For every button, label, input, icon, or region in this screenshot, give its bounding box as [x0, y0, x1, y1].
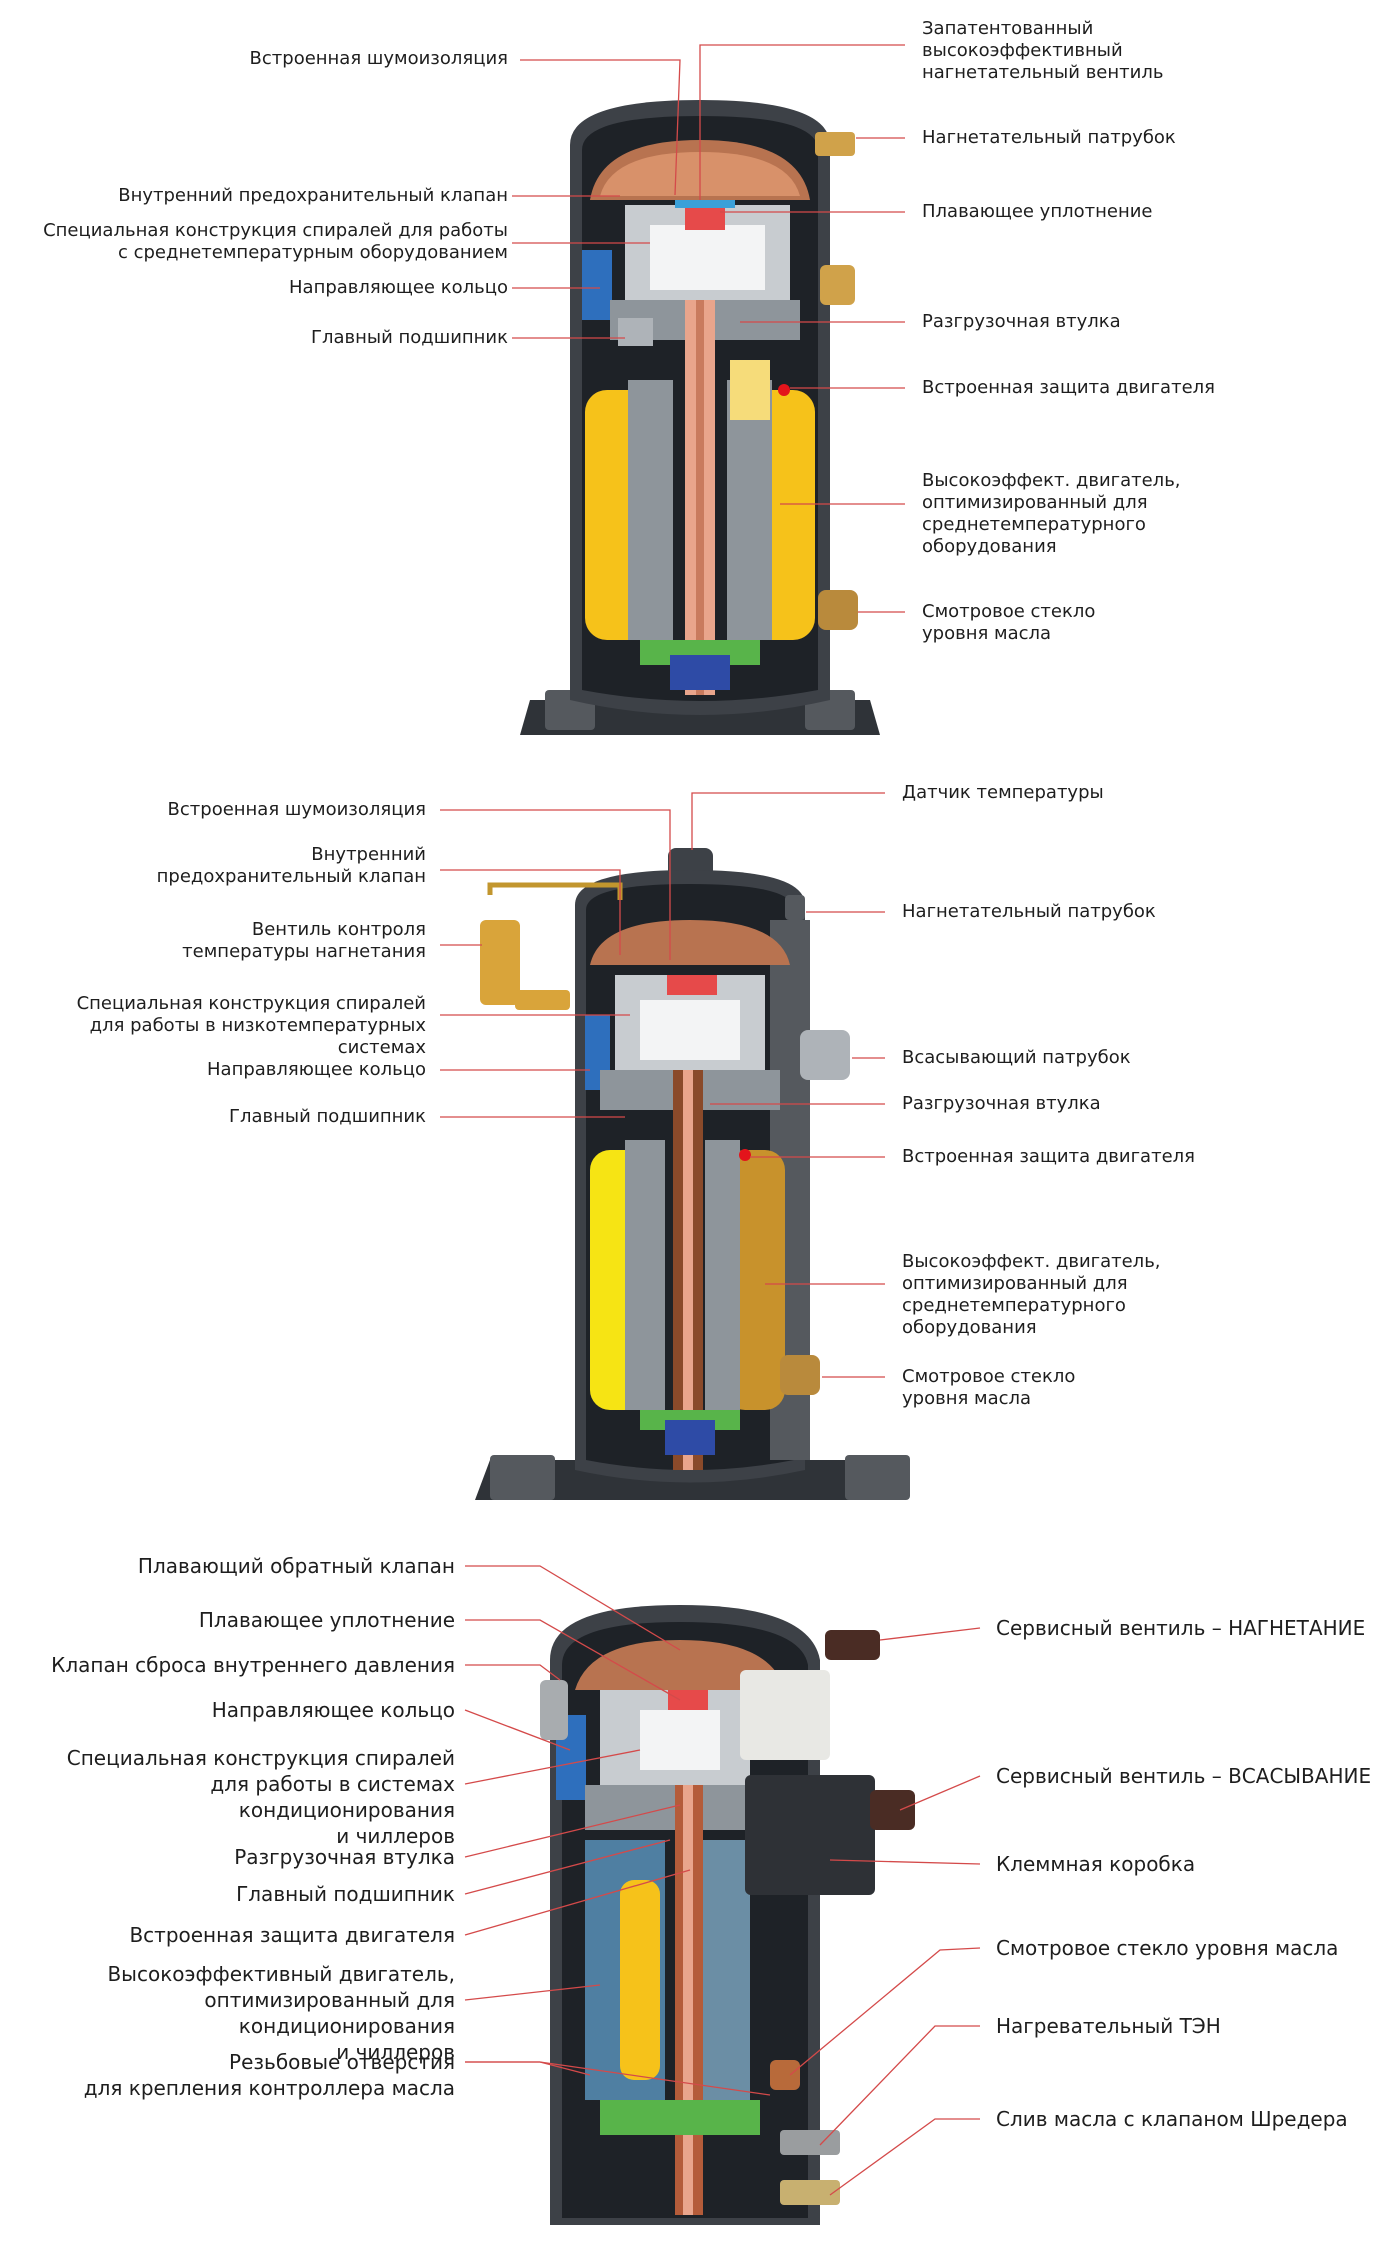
- label-safety-valve-2: Внутренний предохранительный клапан: [156, 844, 426, 887]
- label-sight-glass: Смотровое стекло уровня масла: [922, 601, 1096, 644]
- label-main-bearing: Главный подшипник: [310, 327, 508, 348]
- leaders-2: [440, 792, 885, 1378]
- label-service-valve-discharge: Сервисный вентиль – НАГНЕТАНИЕ: [996, 1616, 1366, 1640]
- label-guide-ring-3: Направляющее кольцо: [211, 1698, 455, 1722]
- label-pressure-relief-valve: Клапан сброса внутреннего давления: [51, 1653, 455, 1677]
- label-discharge-fitting: Нагнетательный патрубок: [922, 127, 1176, 148]
- label-suction-fitting: Всасывающий патрубок: [902, 1047, 1131, 1068]
- compressor-1: [520, 100, 880, 735]
- label-unloader-bushing-2: Разгрузочная втулка: [902, 1093, 1101, 1114]
- label-crankcase-heater: Нагревательный ТЭН: [996, 2014, 1221, 2038]
- compressor-2: [475, 848, 910, 1500]
- label-sight-glass-2: Смотровое стекло уровня масла: [902, 1366, 1076, 1409]
- label-threaded-holes: Резьбовые отверстия для крепления контро…: [83, 2050, 455, 2100]
- label-safety-valve: Внутренний предохранительный клапан: [118, 185, 508, 206]
- label-discharge-valve: Запатентованный высокоэффективный нагнет…: [922, 18, 1164, 83]
- label-motor-2: Высокоэффект. двигатель, оптимизированны…: [902, 1251, 1161, 1338]
- label-unloader-bushing: Разгрузочная втулка: [922, 311, 1121, 332]
- leaders-3: [464, 1565, 981, 2196]
- label-service-valve-suction: Сервисный вентиль – ВСАСЫВАНИЕ: [996, 1764, 1372, 1788]
- label-floating-check-valve: Плавающий обратный клапан: [137, 1554, 455, 1578]
- label-main-bearing-2: Главный подшипник: [228, 1106, 426, 1127]
- label-guide-ring-2: Направляющее кольцо: [207, 1059, 426, 1080]
- label-motor-protection-2: Встроенная защита двигателя: [902, 1146, 1195, 1167]
- label-guide-ring: Направляющее кольцо: [289, 277, 508, 298]
- label-motor: Высокоэффект. двигатель, оптимизированны…: [922, 470, 1181, 557]
- label-floating-seal-3: Плавающее уплотнение: [198, 1608, 455, 1632]
- label-noise-insulation-2: Встроенная шумоизоляция: [167, 799, 426, 820]
- label-terminal-box: Клеммная коробка: [996, 1852, 1196, 1876]
- label-motor-3: Высокоэффективный двигатель, оптимизиров…: [107, 1962, 455, 2064]
- label-scroll-design: Специальная конструкция спиралей для раб…: [43, 220, 508, 263]
- label-floating-seal: Плавающее уплотнение: [922, 201, 1153, 222]
- label-scroll-design-2: Специальная конструкция спиралей для раб…: [76, 993, 426, 1058]
- compressor-3: [540, 1605, 915, 2225]
- label-temp-sensor: Датчик температуры: [902, 782, 1104, 803]
- label-motor-protection: Встроенная защита двигателя: [922, 377, 1215, 398]
- label-unloader-bushing-3: Разгрузочная втулка: [234, 1845, 455, 1869]
- leaders-1: [512, 44, 905, 613]
- label-scroll-design-3: Специальная конструкция спиралей для раб…: [66, 1746, 455, 1848]
- label-noise-insulation: Встроенная шумоизоляция: [249, 48, 508, 69]
- label-sight-glass-3: Смотровое стекло уровня масла: [996, 1936, 1339, 1960]
- label-discharge-fitting-2: Нагнетательный патрубок: [902, 901, 1156, 922]
- label-dtc-valve: Вентиль контроля температуры нагнетания: [182, 919, 426, 962]
- label-oil-drain-schrader: Слив масла с клапаном Шредера: [996, 2107, 1348, 2131]
- label-motor-protection-3: Встроенная защита двигателя: [129, 1923, 455, 1947]
- label-main-bearing-3: Главный подшипник: [236, 1882, 455, 1906]
